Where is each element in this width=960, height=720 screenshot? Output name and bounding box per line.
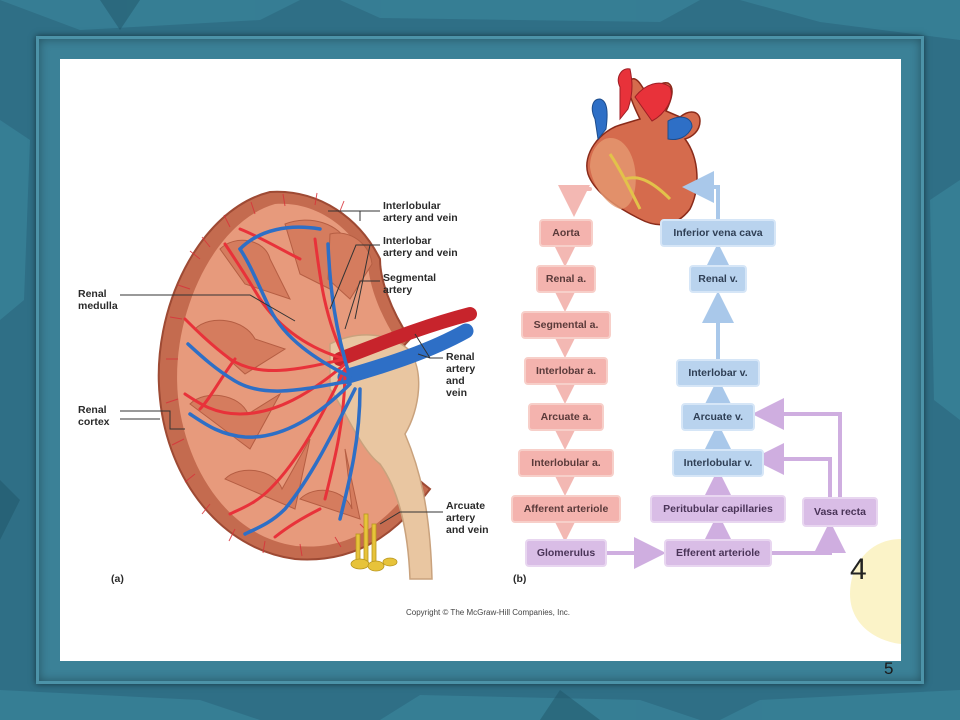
renal-circulation-figure [120,68,901,644]
flow-box-aorta: Aorta [539,219,593,247]
panel-letter-b: (b) [513,573,527,585]
flow-box-interlobular-vein: Interlobular v. [672,449,764,477]
flow-box-interlobar-artery: Interlobar a. [524,357,608,385]
flow-box-renal-vein: Renal v. [689,265,747,293]
corner-number: 4 [850,553,867,586]
flow-box-arcuate-artery: Arcuate a. [528,403,604,431]
flow-box-peritubular-capillaries: Peritubular capillaries [650,495,786,523]
copyright-notice: Copyright © The McGraw-Hill Companies, I… [406,608,571,617]
flow-box-interlobar-vein: Interlobar v. [676,359,760,387]
flow-box-inferior-vena-cava: Inferior vena cava [660,219,776,247]
leader-lines [120,210,443,525]
heart-illustration [586,68,701,226]
flow-box-interlobular-artery: Interlobular a. [518,449,614,477]
flow-box-glomerulus: Glomerulus [525,539,607,567]
panel-letter-a: (a) [111,573,124,585]
flow-box-efferent-arteriole: Efferent arteriole [664,539,772,567]
flow-box-afferent-arteriole: Afferent arteriole [511,495,621,523]
flow-box-vasa-recta: Vasa recta [802,497,878,527]
flow-box-segmental-artery: Segmental a. [521,311,611,339]
corner-decoration [850,539,901,644]
flow-box-arcuate-vein: Arcuate v. [681,403,755,431]
kidney-illustration [157,190,477,580]
slide-number: 5 [884,659,894,678]
flow-box-renal-artery: Renal a. [536,265,596,293]
